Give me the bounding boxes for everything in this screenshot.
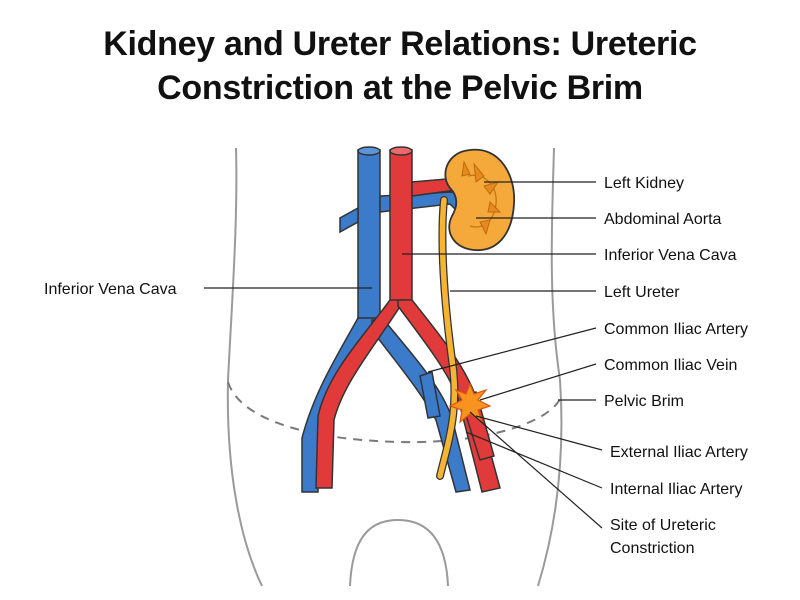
leader-site-constriction — [469, 411, 603, 529]
constriction-star-icon — [448, 382, 492, 424]
right-common-iliac-artery — [315, 299, 406, 489]
kidney-pyramid-5 — [461, 160, 471, 177]
label-abdominal-aorta: Abdominal Aorta — [604, 211, 722, 228]
leader-lines — [204, 181, 603, 529]
label-site-constriction-line-1: Site of Ureteric — [610, 517, 716, 534]
label-left-kidney: Left Kidney — [604, 175, 684, 192]
label-left-ureter: Left Ureter — [604, 284, 680, 301]
leader-external-iliac-artery — [475, 415, 603, 451]
groin-curve — [349, 518, 449, 587]
kidney-outline — [444, 148, 515, 251]
body-right-side — [537, 147, 563, 587]
kidney-pyramid-1 — [473, 162, 485, 183]
leader-common-iliac-vein — [479, 363, 597, 401]
label-internal-iliac-artery: Internal Iliac Artery — [610, 481, 743, 498]
aorta-trunk — [389, 149, 413, 307]
left-ureter-fill — [437, 197, 458, 479]
label-common-iliac-vein: Common Iliac Vein — [604, 357, 737, 374]
title-line-1: Kidney and Ureter Relations: Ureteric — [103, 25, 697, 63]
aorta-top-cap — [389, 146, 413, 156]
internal-iliac-vein — [419, 371, 441, 419]
label-site-constriction-line-2: Constriction — [610, 540, 694, 557]
ivc-top-cap — [357, 146, 381, 156]
label-inferior-vena-cava-right: Inferior Vena Cava — [604, 247, 737, 264]
ivc-right-branch — [339, 206, 359, 234]
ivc-trunk — [357, 149, 381, 321]
leader-common-iliac-artery — [427, 327, 597, 373]
left-kidney-organ — [444, 148, 515, 251]
page-title: Kidney and Ureter Relations: Ureteric Co… — [0, 22, 800, 110]
label-inferior-vena-cava-left: Inferior Vena Cava — [44, 281, 177, 298]
label-pelvic-brim: Pelvic Brim — [604, 393, 684, 410]
kidney-pyramid-4 — [479, 219, 491, 236]
kidney-pyramid-3 — [487, 200, 502, 213]
pelvic-brim-line — [227, 381, 563, 444]
body-outline — [226, 147, 563, 587]
title-line-2: Constriction at the Pelvic Brim — [157, 69, 643, 107]
leader-internal-iliac-artery — [465, 431, 603, 489]
body-left-side — [226, 147, 263, 587]
label-common-iliac-artery: Common Iliac Artery — [604, 321, 748, 338]
kidney-pyramid-2 — [483, 181, 500, 195]
label-external-iliac-artery: External Iliac Artery — [610, 444, 748, 461]
